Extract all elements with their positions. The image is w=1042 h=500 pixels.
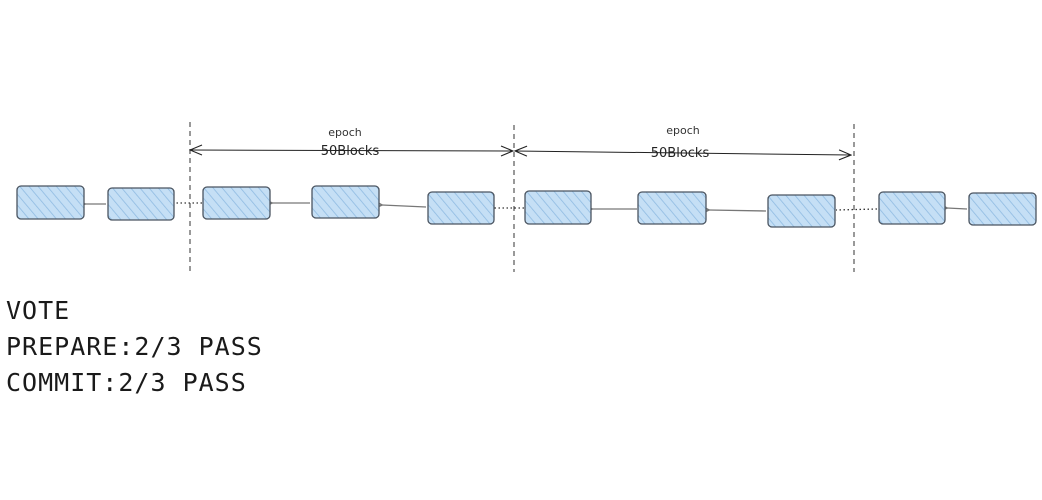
link-arrow	[382, 205, 427, 207]
epoch-span-arrow-2	[515, 151, 851, 155]
block	[311, 185, 380, 219]
block	[878, 191, 946, 225]
epoch-span-2: epoch 50Blocks	[515, 124, 851, 161]
block	[427, 191, 495, 225]
block	[524, 190, 592, 225]
block	[767, 194, 836, 228]
epoch-label-1: epoch	[328, 126, 362, 139]
block	[107, 187, 175, 221]
epoch-span-1: epoch 50Blocks	[190, 126, 513, 159]
epoch-span-arrow-1	[190, 150, 513, 151]
vote-prepare-rule: PREPARE:2/3 PASS	[6, 332, 263, 361]
epoch-span-label-2: 50Blocks	[651, 146, 710, 161]
link-arrow	[709, 210, 767, 211]
epoch-span-label-1: 50Blocks	[321, 144, 380, 159]
vote-title: VOTE	[6, 296, 71, 325]
block	[16, 185, 85, 220]
link-arrow	[947, 208, 968, 209]
epoch-label-2: epoch	[666, 124, 700, 137]
block	[968, 192, 1037, 226]
block	[202, 186, 271, 220]
block	[637, 191, 707, 225]
vote-commit-rule: COMMIT:2/3 PASS	[6, 368, 247, 397]
link-dotted	[835, 208, 878, 211]
